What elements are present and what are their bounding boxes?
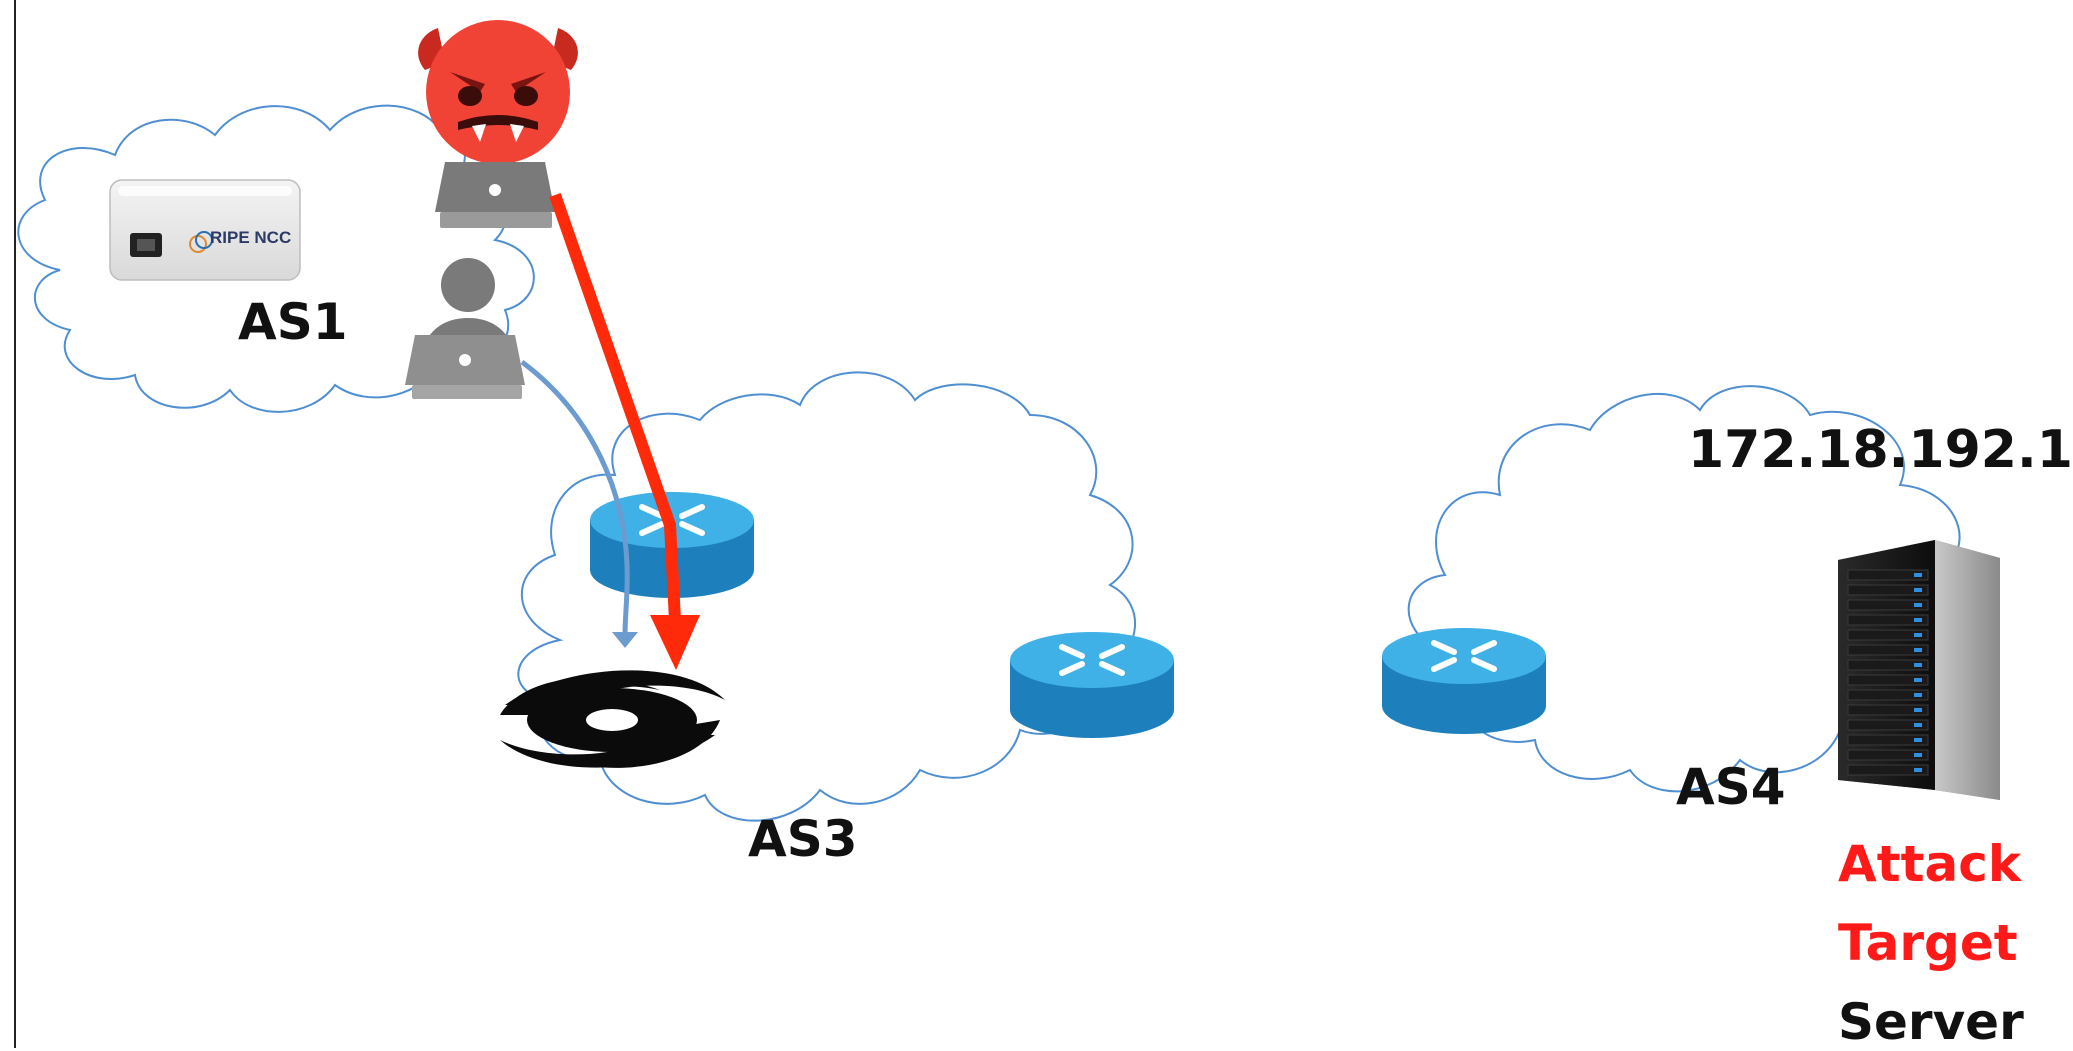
server-led [1914, 618, 1922, 622]
server-slot [1847, 674, 1929, 686]
server-led [1914, 573, 1922, 577]
server-led [1914, 678, 1922, 682]
server-slot [1847, 569, 1929, 581]
router-icon-as4 [1382, 628, 1546, 734]
server-slot [1847, 689, 1929, 701]
devil-icon [418, 20, 578, 164]
server-led [1914, 603, 1922, 607]
server-label: Server [1838, 993, 2024, 1051]
user-icon [405, 258, 525, 399]
attack-label: Attack [1838, 835, 2022, 893]
server-led [1914, 648, 1922, 652]
server-slot [1847, 659, 1929, 671]
server-slot [1847, 629, 1929, 641]
server-led [1914, 753, 1922, 757]
server-slot [1847, 734, 1929, 746]
server-rack-icon [1838, 540, 2000, 800]
as4-label: AS4 [1676, 758, 1786, 816]
server-slot [1847, 614, 1929, 626]
server-led [1914, 633, 1922, 637]
as1-cloud [17, 104, 535, 413]
server-led [1914, 708, 1922, 712]
target-ip-address: 172.18.192.1 [1688, 420, 2073, 480]
as3-label: AS3 [748, 810, 858, 868]
server-slot [1847, 599, 1929, 611]
attack-traffic-arrow [549, 193, 700, 670]
server-led [1914, 693, 1922, 697]
server-led [1914, 768, 1922, 772]
server-slot [1847, 704, 1929, 716]
server-slot [1847, 719, 1929, 731]
attacker-laptop-icon [435, 162, 555, 228]
server-led [1914, 663, 1922, 667]
server-rack-slots [1847, 569, 1929, 776]
target-label: Target [1838, 914, 2018, 972]
as3-cloud [517, 371, 1136, 822]
router-icon-as3-right [1010, 632, 1174, 738]
left-border [14, 0, 16, 1048]
black-hole-icon [500, 670, 725, 768]
server-slot [1847, 749, 1929, 761]
server-led [1914, 588, 1922, 592]
server-slot [1847, 644, 1929, 656]
ripe-ncc-logo-text: RIPE NCC [210, 228, 292, 247]
server-led [1914, 723, 1922, 727]
user-traffic-arrow [520, 359, 638, 648]
server-led [1914, 738, 1922, 742]
server-slot [1847, 584, 1929, 596]
server-slot [1847, 764, 1929, 776]
ripe-atlas-probe [109, 179, 301, 281]
as1-label: AS1 [238, 293, 348, 351]
